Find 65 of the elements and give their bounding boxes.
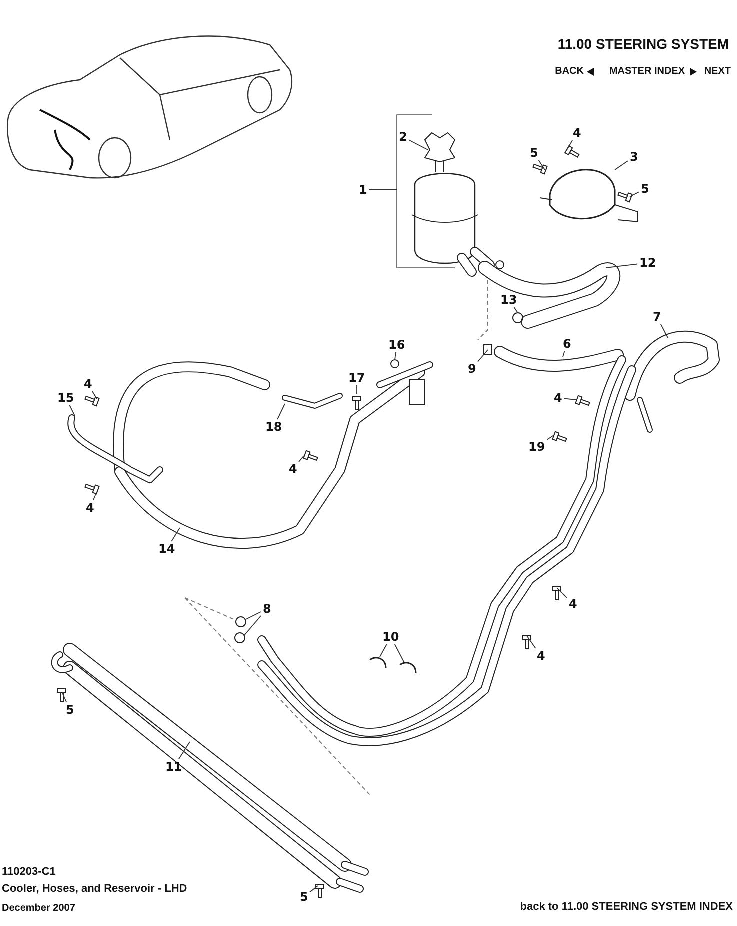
callout-number: 4 <box>82 376 94 392</box>
leader-line <box>478 350 488 362</box>
callout-number: 19 <box>526 440 548 454</box>
callout-number: 17 <box>346 370 368 386</box>
leader-line <box>277 404 286 420</box>
leader-line <box>62 692 68 703</box>
callout-number: 1 <box>357 182 370 198</box>
callout-number: 9 <box>466 362 478 376</box>
callout-number: 4 <box>287 462 300 476</box>
leader-line <box>526 636 536 649</box>
section-heading: 11.00 STEERING SYSTEM <box>558 36 729 52</box>
callout-number: 3 <box>628 150 640 164</box>
callout-number: 10 <box>380 630 402 644</box>
callout-number: 4 <box>567 596 580 612</box>
index-link: back to 11.00 STEERING SYSTEM INDEX <box>520 901 733 913</box>
leader-line <box>178 742 190 760</box>
leader-line <box>356 385 358 394</box>
leader-line <box>394 352 396 360</box>
callout-number: 13 <box>498 292 520 308</box>
callout-number: 6 <box>561 336 574 352</box>
leader-line <box>298 456 304 462</box>
leader-line <box>562 351 566 358</box>
callout-number: 5 <box>64 702 76 718</box>
callout-number: 11 <box>164 760 184 774</box>
callout-number: 5 <box>528 146 540 160</box>
callout-number: 7 <box>651 310 664 324</box>
leader-line <box>380 644 388 658</box>
callout-number: 4 <box>535 648 548 664</box>
leader-line <box>244 612 262 620</box>
leader-line <box>614 160 628 170</box>
drawing-number: 110203-C1 <box>2 866 56 878</box>
leader-line <box>171 528 180 542</box>
leader-line <box>394 644 404 662</box>
callout-number: 4 <box>571 126 584 140</box>
callout-number: 14 <box>156 542 178 556</box>
drawing-title: Cooler, Hoses, and Reservoir - LHD <box>2 883 188 895</box>
callout-number: 16 <box>386 338 408 352</box>
callout-number: 12 <box>638 256 658 270</box>
callout-number: 2 <box>397 130 410 144</box>
callout-number: 5 <box>639 182 652 196</box>
date-text: December 2007 <box>2 903 76 914</box>
leader-line <box>92 492 98 501</box>
callout-number: 15 <box>56 390 76 406</box>
leader-line <box>606 264 638 268</box>
leader-line <box>630 192 640 198</box>
next-link: NEXT <box>704 66 731 77</box>
leader-line <box>566 140 574 150</box>
leader-line <box>408 140 428 150</box>
callout-number: 4 <box>84 500 96 516</box>
master-index-link: MASTER INDEX <box>609 66 685 77</box>
leader-line <box>92 391 98 400</box>
leader-line <box>556 588 568 598</box>
back-link: BACK <box>555 66 584 77</box>
leader-line <box>564 398 576 400</box>
leader-line <box>310 886 318 893</box>
leader-line <box>244 616 262 636</box>
callout-number: 5 <box>298 890 310 904</box>
callout-number: 8 <box>261 602 274 616</box>
leader-line <box>69 405 76 416</box>
leader-line <box>547 436 554 440</box>
callout-number: 4 <box>552 390 564 406</box>
leader-line <box>514 307 518 314</box>
callout-number: 18 <box>264 420 284 434</box>
leader-line <box>660 324 668 338</box>
leader-line <box>538 160 546 170</box>
